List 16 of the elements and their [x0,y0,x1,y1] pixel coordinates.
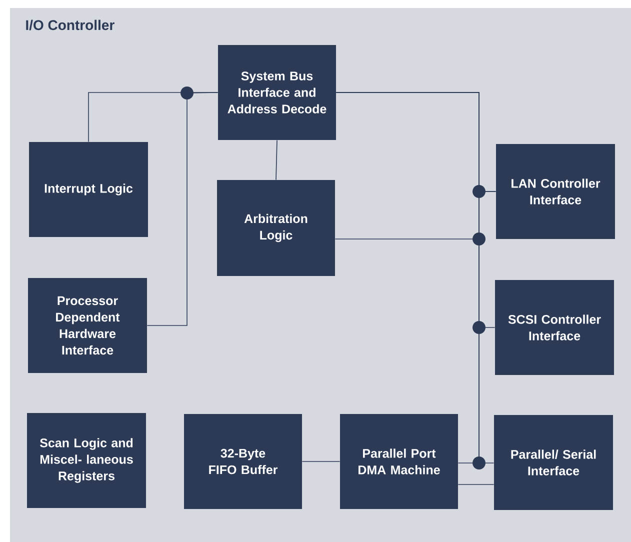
block-box: 32-Byte FIFO Buffer [184,414,302,509]
connector-line [334,191,496,240]
block-box: Interrupt Logic [29,142,148,237]
block-box: System Bus Interface and Address Decode [218,45,336,140]
connector-line [302,461,340,462]
block-box: LAN Controller Interface [496,144,615,239]
connector-line [276,140,278,180]
block-box: Processor Dependent Hardware Interface [28,278,147,373]
block-box: Parallel/ Serial Interface [494,415,613,510]
title: I/O Controller [26,20,114,30]
connector-line [146,92,218,326]
block-box: Parallel Port DMA Machine [340,414,458,509]
connector-line [458,484,494,485]
block-box: Arbitration Logic [217,180,335,276]
block-box: SCSI Controller Interface [495,280,614,375]
block-box: Scan Logic and Miscel- laneous Registers [27,413,146,508]
